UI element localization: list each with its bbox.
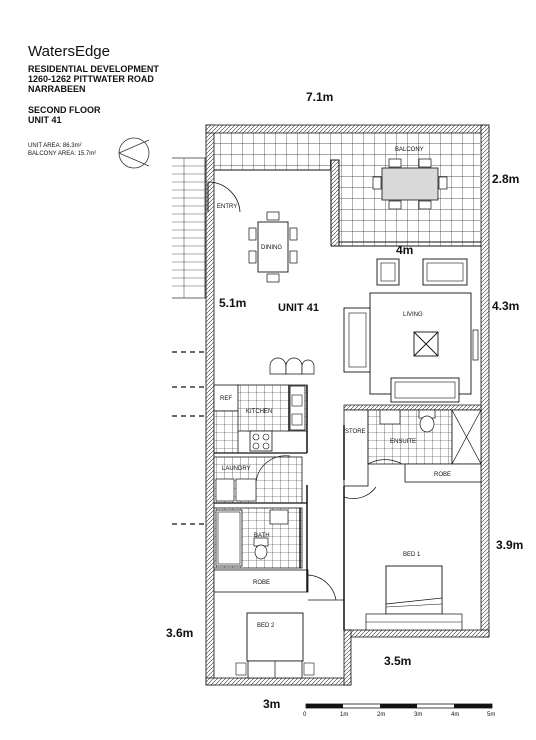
- scale-label-4: 4m: [451, 712, 460, 718]
- balcony-table: [372, 158, 448, 210]
- room-label-living: LIVING: [403, 312, 423, 318]
- bed-1: [365, 565, 463, 631]
- room-label-entry: ENTRY: [217, 204, 237, 210]
- room-label-store: STORE: [345, 429, 366, 435]
- scale-label-3: 3m: [414, 712, 423, 718]
- dim-bed2-width: 3m: [263, 697, 281, 711]
- room-label-dining: DINING: [261, 245, 282, 251]
- bath: [213, 507, 303, 569]
- dining-table: [248, 211, 298, 283]
- living-furniture: [343, 258, 479, 403]
- laundry: [213, 455, 307, 504]
- store-ensuite: [343, 404, 482, 487]
- room-label-robe-bed2: ROBE: [253, 580, 270, 586]
- room-label-robe-bed1: ROBE: [434, 472, 451, 478]
- dim-top-width: 7.1m: [306, 90, 334, 104]
- room-label-kitchen: KITCHEN: [246, 409, 272, 415]
- room-label-bed1: BED 1: [403, 552, 421, 558]
- reference-lines: [172, 351, 205, 525]
- room-label-laundry: LAUNDRY: [222, 466, 251, 472]
- project-title: RESIDENTIAL DEVELOPMENT: [28, 64, 159, 74]
- dim-bed1-height: 3.9m: [496, 538, 524, 552]
- dim-bed1-width: 3.5m: [384, 654, 412, 668]
- dim-dining-height: 5.1m: [219, 296, 247, 310]
- floor-label: SECOND FLOOR: [28, 105, 101, 115]
- corridor-walls: [306, 385, 377, 630]
- scale-label-5: 5m: [487, 712, 496, 718]
- unit-label: UNIT 41: [28, 115, 62, 125]
- unit-area: UNIT AREA: 86.3m²: [28, 143, 82, 149]
- room-label-ensuite: ENSUITE: [390, 439, 416, 445]
- bed-2: [235, 612, 315, 679]
- dim-bed2-height: 3.6m: [166, 626, 194, 640]
- scale-label-0: 0: [303, 712, 307, 718]
- scale-label-1: 1m: [340, 712, 349, 718]
- kitchen: [213, 357, 315, 454]
- room-label-bed2: BED 2: [257, 623, 275, 629]
- plan-unit-name: UNIT 41: [278, 302, 319, 314]
- scale-bar: [305, 703, 493, 709]
- project-suburb: NARRABEEN: [28, 84, 86, 94]
- room-label-balcony: BALCONY: [395, 147, 424, 153]
- entry-door[interactable]: [207, 181, 241, 213]
- robe-bed2: [213, 569, 309, 593]
- dim-living-height: 4.3m: [492, 299, 520, 313]
- room-label-bath: BATH: [254, 533, 270, 539]
- balcony-edge: [214, 159, 481, 247]
- brand-name: WatersEdge: [28, 43, 110, 60]
- compass-icon: [118, 137, 150, 169]
- room-label-ref: REF: [220, 396, 232, 402]
- dim-balcony-height: 2.8m: [492, 172, 520, 186]
- project-address: 1260-1262 PITTWATER ROAD: [28, 74, 154, 84]
- balcony-area: BALCONY AREA: 15.7m²: [28, 151, 97, 157]
- stairs: [172, 157, 206, 299]
- scale-label-2: 2m: [377, 712, 386, 718]
